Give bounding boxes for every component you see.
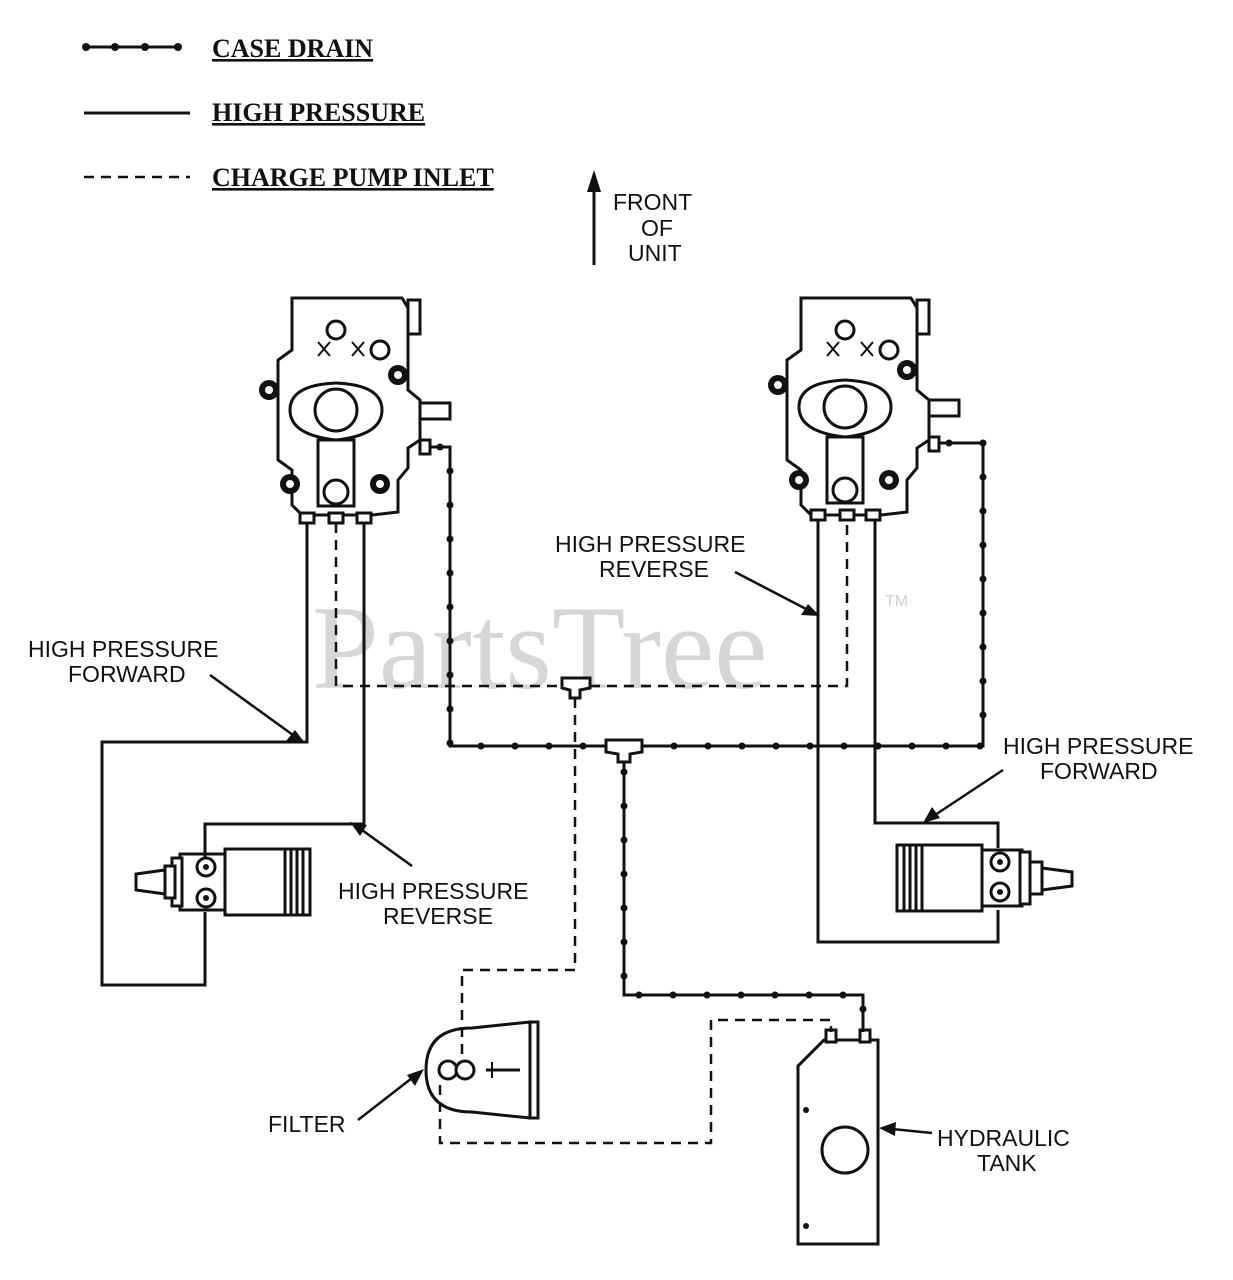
charge-tee-fitting	[560, 676, 592, 700]
case-drain-dot	[620, 802, 628, 810]
case-drain-dot	[511, 742, 519, 750]
case-drain-dot	[446, 671, 454, 679]
case-drain-dot	[772, 742, 780, 750]
legend-high-pressure: HIGH PRESSURE	[84, 98, 425, 127]
watermark-text: PartsTree	[312, 581, 768, 714]
case-drain-dot	[979, 609, 987, 617]
front-label-line1: FRONT	[613, 189, 692, 215]
case-drain-dot	[704, 742, 712, 750]
watermark-tm: TM	[885, 593, 908, 610]
case-drain-dot	[771, 991, 779, 999]
case-drain-dot	[670, 742, 678, 750]
high-pressure-lines	[100, 520, 1000, 987]
case-drain-dot	[446, 467, 454, 475]
right-wheel-motor	[895, 843, 1074, 913]
case-drain-dot	[840, 742, 848, 750]
filter-label: FILTER	[268, 1111, 346, 1137]
case-drain-lines	[430, 439, 987, 1032]
legend-charge-pump-inlet: CHARGE PUMP INLET	[84, 163, 494, 192]
hp-reverse-left-line2: REVERSE	[383, 903, 493, 929]
case-drain-dot	[446, 637, 454, 645]
case-drain-dot	[945, 439, 953, 447]
legend-case-drain: CASE DRAIN	[82, 34, 373, 63]
hydraulic-tank	[796, 1028, 880, 1246]
charge-pump-inlet-lines	[334, 520, 849, 1145]
case-drain-dot	[635, 991, 643, 999]
case-drain-dot	[703, 991, 711, 999]
case-drain-dot	[620, 938, 628, 946]
case-drain-dot	[738, 742, 746, 750]
legend-high-pressure-label: HIGH PRESSURE	[212, 98, 425, 127]
case-drain-dot	[545, 742, 553, 750]
hp-forward-left-line1: HIGH PRESSURE	[28, 636, 218, 662]
case-drain-dot	[620, 904, 628, 912]
left-hydrostatic-pump	[259, 296, 452, 525]
case-drain-dot	[806, 742, 814, 750]
hydraulic-tank-line1: HYDRAULIC	[937, 1125, 1070, 1151]
case-drain-dot	[839, 991, 847, 999]
legend: CASE DRAIN HIGH PRESSURE CHARGE PUMP INL…	[82, 34, 494, 192]
hp-forward-right-line1: HIGH PRESSURE	[1003, 733, 1193, 759]
case-drain-dot	[979, 677, 987, 685]
case-drain-dot	[446, 569, 454, 577]
case-drain-dot	[436, 443, 444, 451]
front-of-unit-indicator: FRONT OF UNIT	[587, 170, 692, 266]
case-drain-dot	[446, 535, 454, 543]
hp-forward-left-line2: FORWARD	[68, 661, 186, 687]
case-drain-dot	[859, 1005, 867, 1013]
watermark: PartsTree TM	[312, 581, 908, 714]
legend-charge-pump-inlet-label: CHARGE PUMP INLET	[212, 163, 494, 192]
case-drain-dot	[446, 705, 454, 713]
front-arrow-icon	[587, 170, 601, 192]
case-drain-dot	[979, 507, 987, 515]
case-drain-dot	[737, 991, 745, 999]
callout-labels: HIGH PRESSURE FORWARD HIGH PRESSURE REVE…	[28, 531, 1193, 1176]
hp-reverse-right-line1: HIGH PRESSURE	[555, 531, 745, 557]
case-drain-dot	[979, 711, 987, 719]
case-drain-dot	[979, 439, 987, 447]
front-label-line3: UNIT	[628, 240, 682, 266]
right-hydrostatic-pump	[768, 296, 961, 522]
leader-arrows	[209, 570, 1004, 1136]
legend-case-drain-label: CASE DRAIN	[212, 34, 373, 63]
case-drain-dot	[979, 643, 987, 651]
case-drain-dot	[979, 575, 987, 583]
case-drain-dot	[976, 742, 984, 750]
case-drain-dots	[436, 439, 987, 1013]
case-drain-dot	[874, 742, 882, 750]
case-drain-dot	[446, 603, 454, 611]
case-drain-dot	[620, 870, 628, 878]
case-drain-dot	[805, 991, 813, 999]
case-drain-dot	[620, 972, 628, 980]
hp-reverse-right-line2: REVERSE	[599, 556, 709, 582]
filter	[424, 1020, 540, 1120]
left-wheel-motor	[134, 847, 312, 917]
case-drain-dot	[620, 836, 628, 844]
case-drain-dot	[908, 742, 916, 750]
case-drain-dot	[979, 473, 987, 481]
hydraulic-tank-line2: TANK	[977, 1150, 1037, 1176]
case-drain-dot	[942, 742, 950, 750]
case-drain-dot	[446, 501, 454, 509]
case-drain-dot	[477, 742, 485, 750]
case-drain-dot	[446, 739, 454, 747]
case-drain-dot	[579, 742, 587, 750]
case-drain-dot	[620, 768, 628, 776]
drain-tee-fitting	[604, 738, 644, 764]
hp-forward-right-line2: FORWARD	[1040, 758, 1158, 784]
front-label-line2: OF	[641, 215, 673, 241]
case-drain-dot	[669, 991, 677, 999]
hp-reverse-left-line1: HIGH PRESSURE	[338, 878, 528, 904]
case-drain-dot	[979, 541, 987, 549]
